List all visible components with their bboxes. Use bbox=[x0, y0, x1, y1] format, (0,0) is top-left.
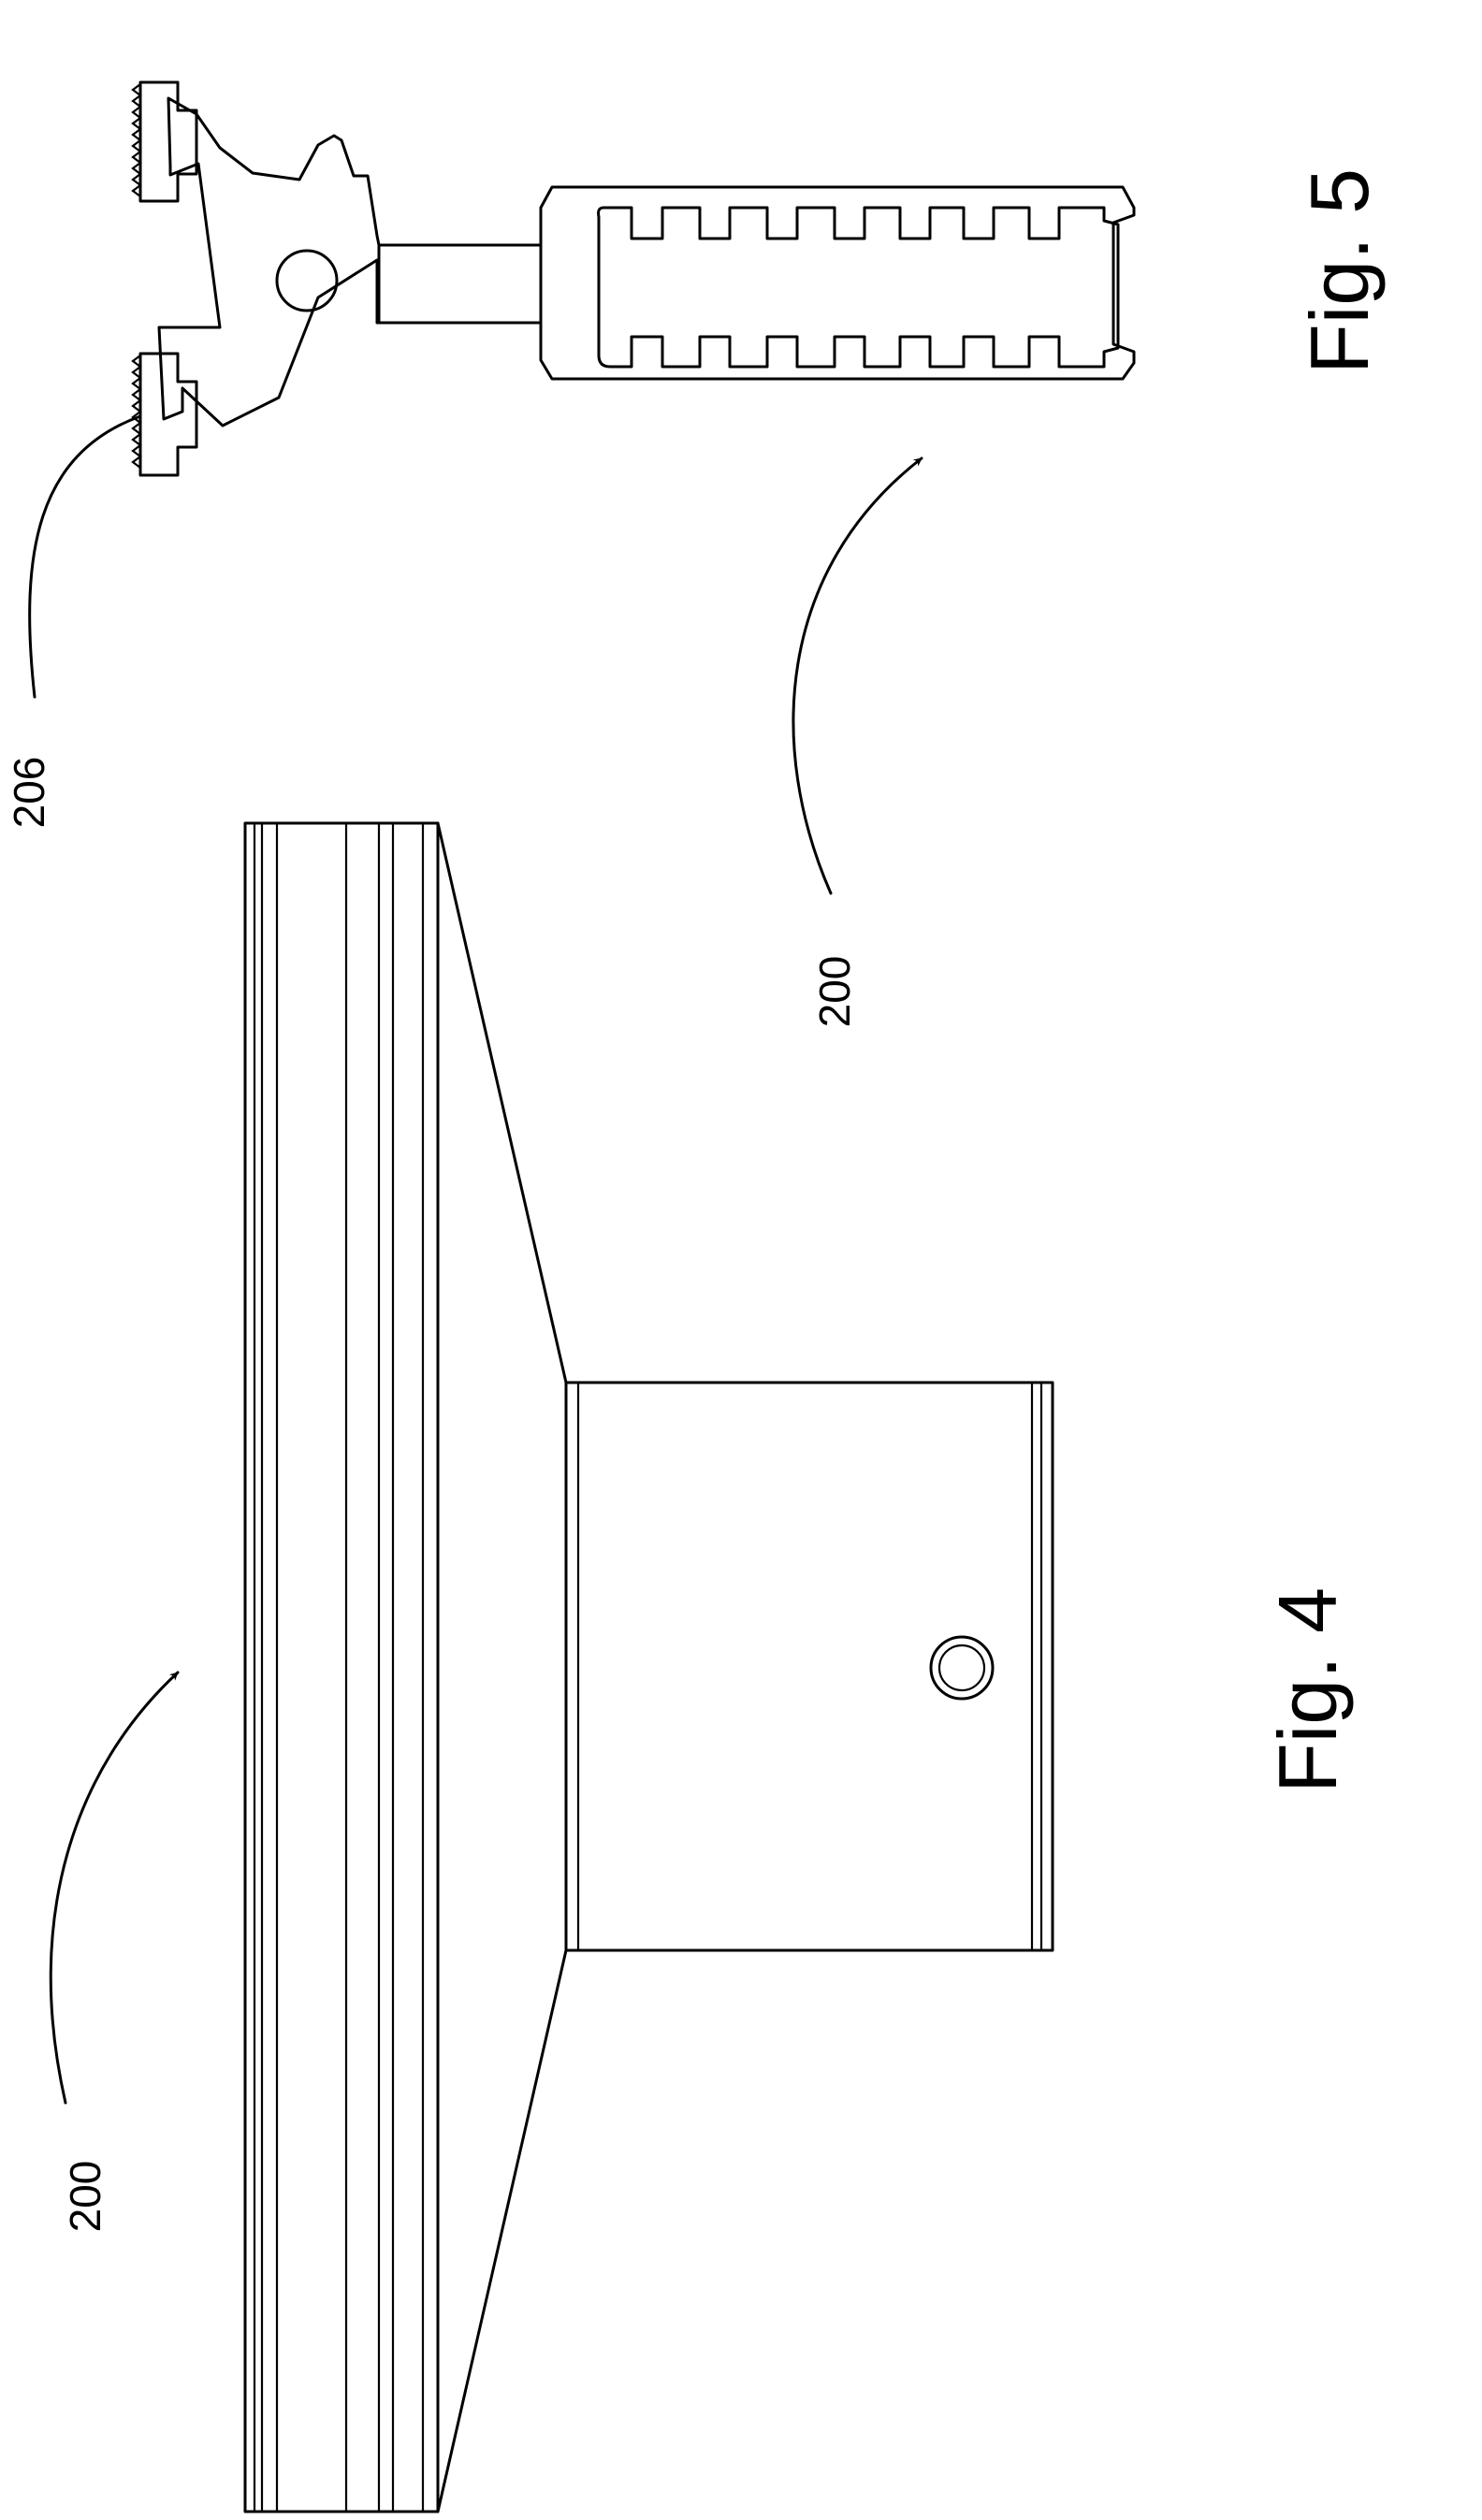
figure-4 bbox=[51, 823, 1053, 2512]
fig5-slotted-body bbox=[541, 187, 1134, 379]
fig5-leader-206 bbox=[30, 416, 140, 697]
figure-5 bbox=[30, 82, 1134, 893]
fig5-neck bbox=[379, 245, 541, 323]
fig4-ref-label-200: 200 bbox=[61, 2161, 109, 2233]
fig4-caption: Fig. 4 bbox=[1261, 1587, 1354, 1793]
fig4-stem-block bbox=[566, 1383, 1053, 1950]
fig4-tapered-flanks bbox=[438, 823, 566, 2512]
fig4-mounting-hole bbox=[931, 1637, 993, 1699]
fig4-rail bbox=[245, 823, 438, 2512]
fig5-ref-label-200: 200 bbox=[810, 956, 859, 1028]
fig4-leader-arrow bbox=[51, 1673, 178, 2103]
fig5-leader-arrow-200 bbox=[793, 458, 922, 893]
fig5-caption: Fig. 5 bbox=[1293, 168, 1386, 374]
fig5-ref-label-206: 206 bbox=[5, 757, 53, 829]
fig5-clamp-head bbox=[133, 82, 541, 475]
